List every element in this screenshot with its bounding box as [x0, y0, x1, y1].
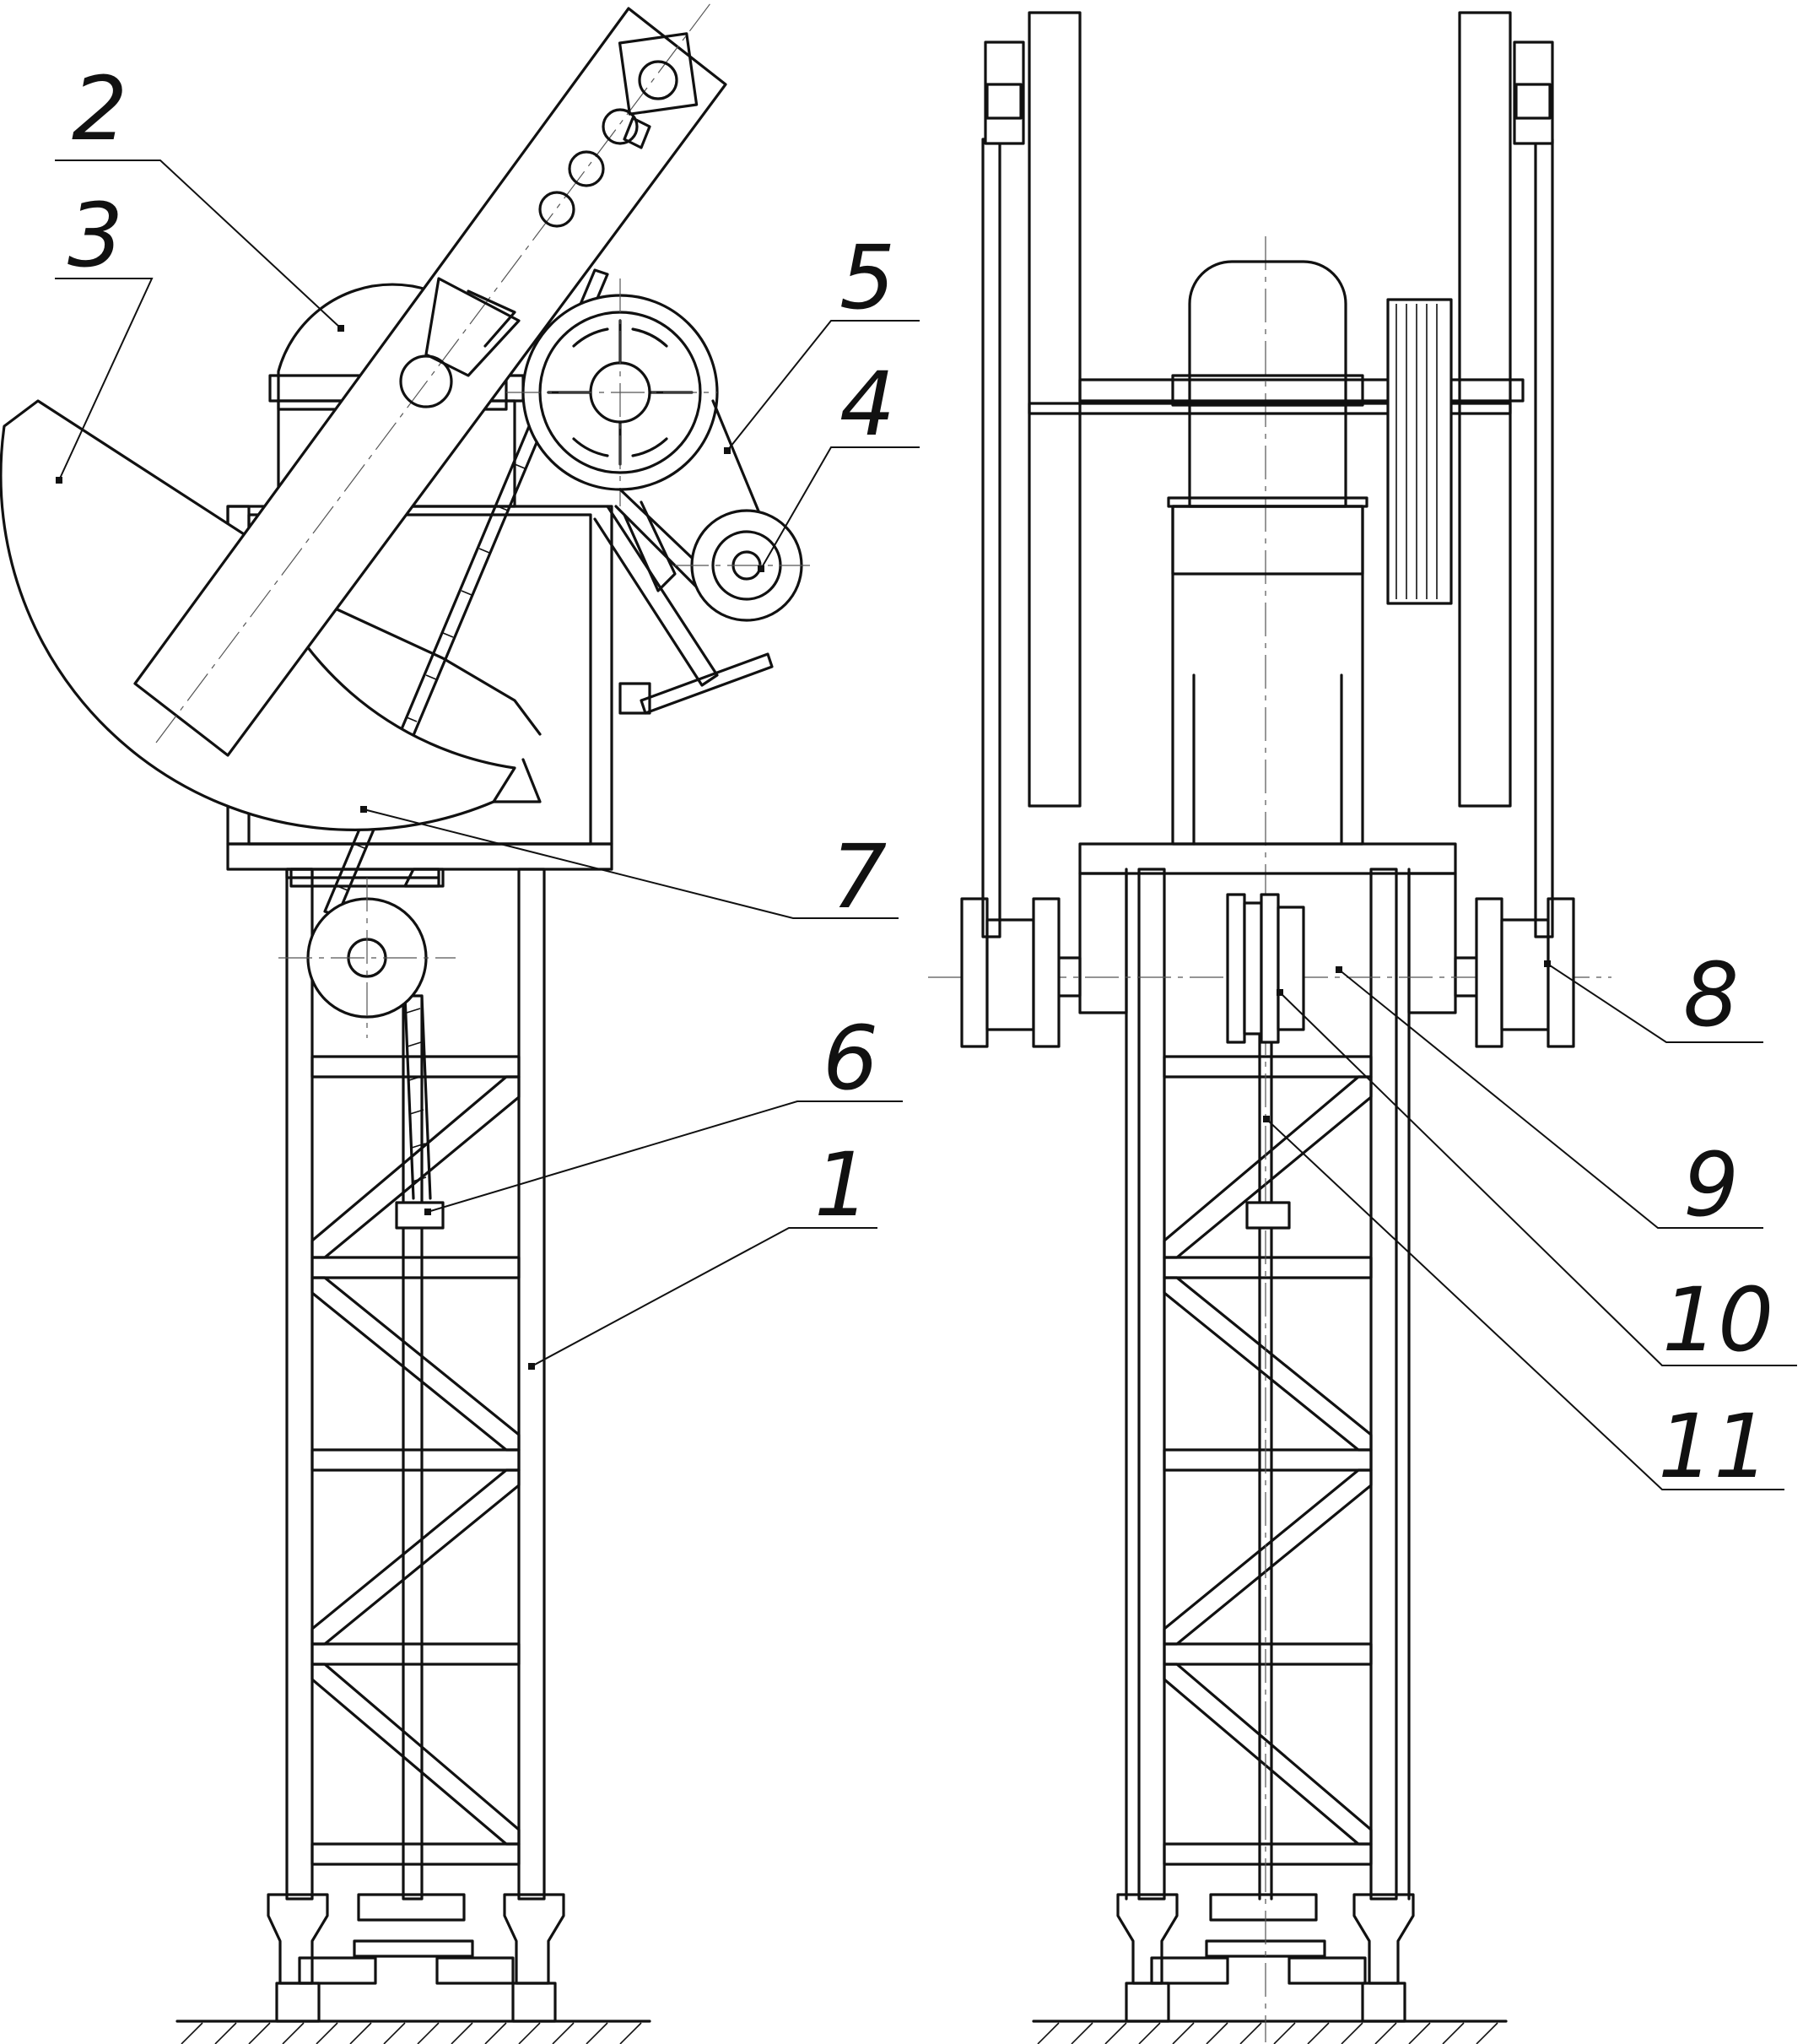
callout-7: 7: [831, 825, 887, 928]
rods-right: [981, 11, 1554, 938]
boom-left: [133, 0, 727, 757]
ground-right: [1032, 2020, 1508, 2044]
callout-6: 6: [823, 1007, 878, 1110]
callout-2: 2: [72, 57, 127, 160]
side-view: [0, 0, 810, 2044]
callout-8: 8: [1683, 944, 1739, 1046]
callout-4: 4: [839, 353, 895, 456]
callout-5: 5: [839, 226, 895, 329]
sprocket-wheel-left: [506, 278, 719, 506]
callout-1: 1: [814, 1133, 870, 1236]
belt-drive-left: [614, 399, 810, 622]
tower-right: [1125, 236, 1411, 2042]
tower-left: [285, 868, 546, 1901]
center-column-right: [1028, 260, 1525, 846]
tower-feet-left: [267, 1893, 565, 2023]
platform-axle-right: [928, 842, 1611, 1048]
callouts: 2 3 5 4 7 6 1 8 9 10 11: [55, 57, 1797, 1498]
callout-3: 3: [67, 184, 123, 287]
callout-11: 11: [1658, 1395, 1769, 1498]
chain-left: [323, 268, 609, 1230]
callout-9: 9: [1683, 1133, 1739, 1236]
callout-10: 10: [1662, 1268, 1773, 1371]
ground-left: [175, 2020, 651, 2044]
bottom-pulley-left: [278, 868, 456, 1038]
weight-6: [395, 1201, 445, 1230]
front-view: [928, 11, 1611, 2044]
